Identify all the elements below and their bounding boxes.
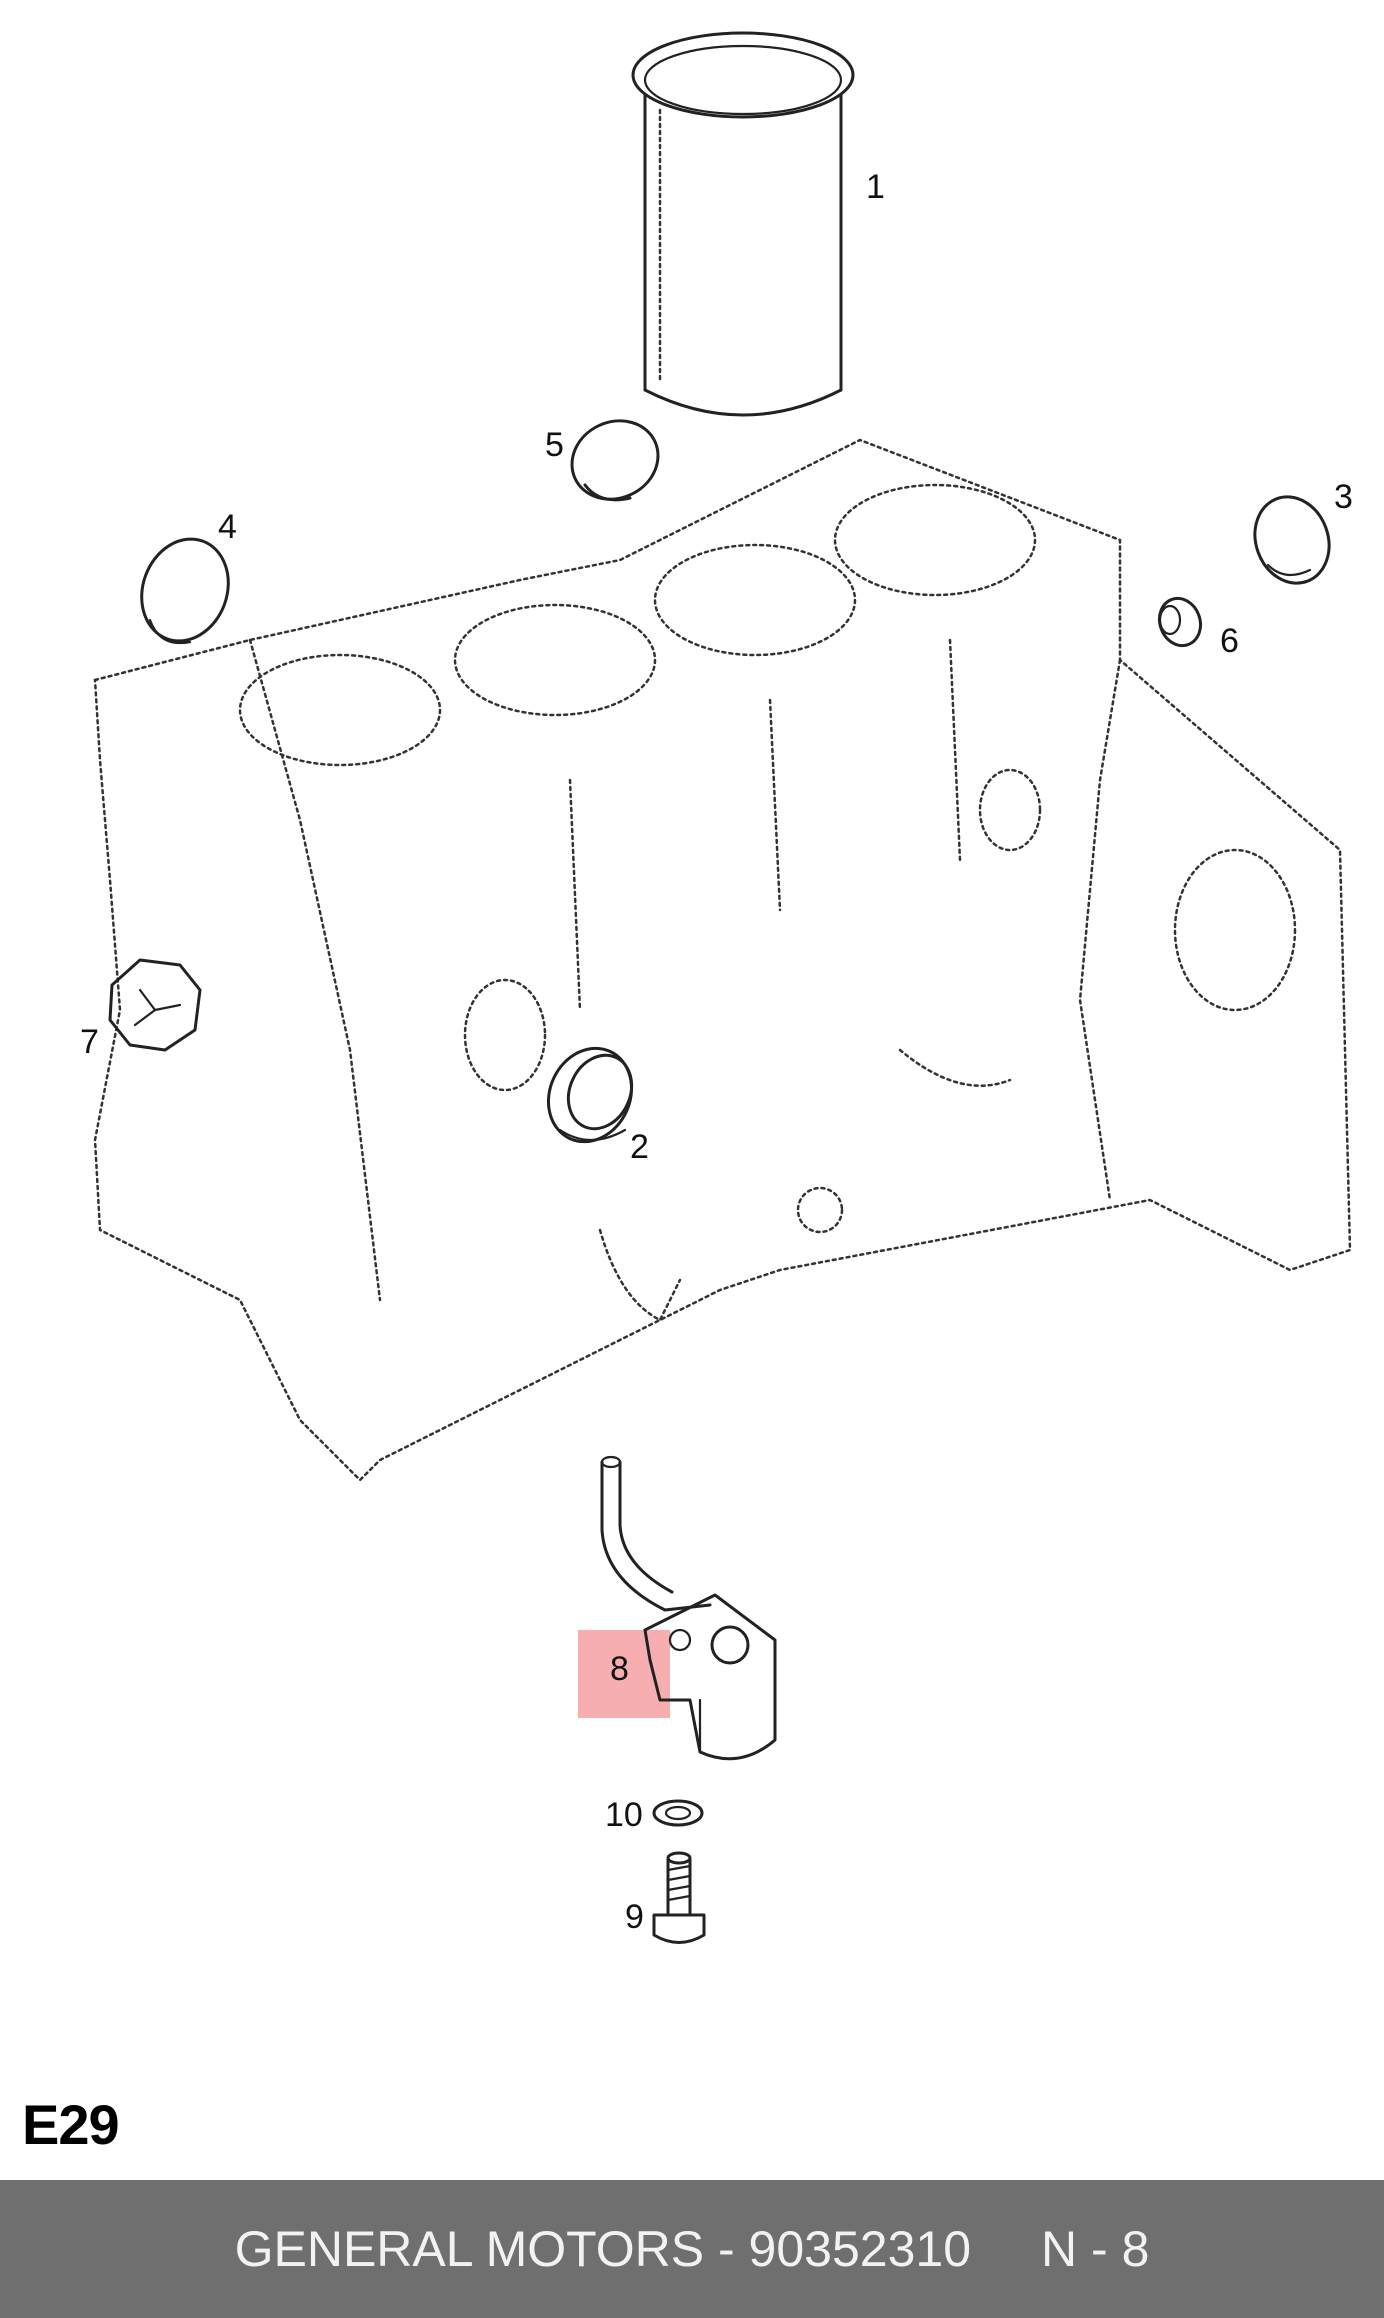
engine-block-exploded-diagram: 1 5 4 3 6 — [80, 31, 1353, 1944]
callout-8: 8 — [610, 1650, 629, 1688]
diagram-code: E29 — [22, 2093, 120, 2156]
callout-2: 2 — [630, 1128, 649, 1166]
part-5-plug — [570, 419, 660, 502]
part-7-drain-plug — [108, 958, 202, 1052]
callout-10: 10 — [605, 1796, 643, 1834]
callout-1: 1 — [866, 168, 885, 206]
footer-part-number: GENERAL MOTORS - 90352310 — [234, 2221, 972, 2277]
engine-block — [93, 438, 1352, 1482]
part-3-plug — [1253, 495, 1331, 585]
callout-7: 7 — [80, 1023, 99, 1061]
part-2-bushing — [546, 1046, 634, 1144]
callout-9: 9 — [625, 1898, 644, 1936]
part-8-oil-nozzle — [600, 1455, 777, 1761]
callout-5: 5 — [545, 426, 564, 464]
footer-position: N - 8 — [1041, 2221, 1150, 2277]
part-9-bolt — [652, 1851, 706, 1944]
part-1-cylinder-liner — [631, 31, 855, 417]
callout-6: 6 — [1220, 622, 1239, 660]
callout-4: 4 — [218, 508, 237, 546]
callout-3: 3 — [1334, 478, 1353, 516]
part-10-washer — [652, 1799, 704, 1827]
footer-bar: GENERAL MOTORS - 90352310 N - 8 — [0, 2180, 1384, 2318]
part-6-small-plug — [1157, 596, 1203, 648]
part-4-plug — [140, 537, 230, 645]
